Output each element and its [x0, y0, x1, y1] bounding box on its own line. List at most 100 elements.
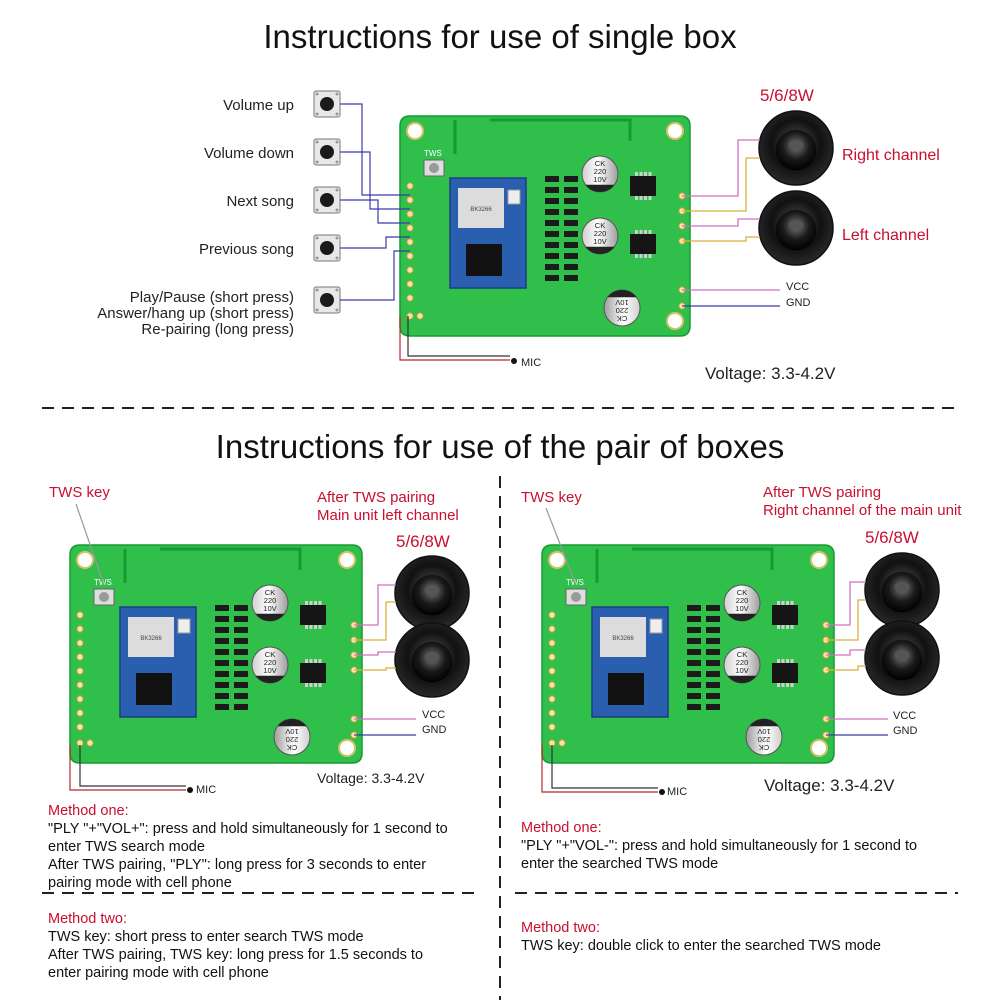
- smd-resistor: [706, 682, 720, 688]
- capacitor-label: 220: [758, 735, 771, 744]
- left-method-two: Method two: TWS key: short press to ente…: [48, 910, 423, 982]
- speaker-dome: [788, 139, 804, 151]
- smd-resistor: [706, 605, 720, 611]
- pin-pad: [406, 252, 414, 260]
- button-pin: [315, 92, 319, 96]
- right-channel-label: Right channel: [842, 147, 940, 164]
- capacitor-body: [251, 646, 289, 684]
- right-speaker-wire: [682, 157, 760, 212]
- capacitor-body: [745, 718, 783, 756]
- speaker-dome: [424, 584, 440, 596]
- left-method-one-line: enter TWS search mode: [48, 839, 205, 855]
- button-cap: [320, 241, 334, 255]
- mounting-hole: [76, 551, 94, 569]
- ic-pin: [305, 683, 308, 687]
- ic-pin: [777, 683, 780, 687]
- smd-resistor: [545, 231, 559, 237]
- smd-resistor: [687, 638, 701, 644]
- ic-pin: [635, 254, 638, 258]
- tws-button-cap: [571, 592, 581, 602]
- capacitor-label: 220: [736, 658, 749, 667]
- left-speaker-wire: [682, 236, 760, 242]
- amplifier-ic: [300, 659, 326, 687]
- pin-pad: [76, 667, 84, 675]
- ic-pin: [644, 254, 647, 258]
- left-after-pairing-label: After TWS pairing: [317, 489, 436, 506]
- smd-resistor: [545, 264, 559, 270]
- pin-pad: [76, 695, 84, 703]
- left-voltage-label: Voltage: 3.3-4.2V: [317, 770, 425, 786]
- antenna-trace: [123, 547, 302, 583]
- module-shield: [128, 617, 174, 657]
- right-voltage-label: Voltage: 3.3-4.2V: [764, 776, 895, 795]
- smd-resistor: [687, 682, 701, 688]
- button-pin: [315, 256, 319, 260]
- ic-pin: [639, 172, 643, 176]
- right-power-label: 5/6/8W: [865, 528, 919, 547]
- left-speaker: [758, 190, 834, 266]
- button-wire: [340, 199, 410, 224]
- capacitor-label: CK: [595, 221, 605, 230]
- amplifier-ic: [630, 172, 656, 200]
- chip-label: BK3266: [470, 207, 492, 213]
- left-pair-speaker-bottom: [394, 622, 470, 698]
- smd-resistor: [234, 660, 248, 666]
- module-ic: [608, 673, 644, 705]
- pin-pad: [76, 681, 84, 689]
- right-method-one: Method one: "PLY "+"VOL-": press and hol…: [521, 819, 917, 873]
- right-tws-key-label: TWS key: [521, 489, 582, 506]
- pin-pad: [76, 625, 84, 633]
- smd-resistor: [706, 704, 720, 710]
- capacitor-label: 220: [264, 658, 277, 667]
- mounting-hole: [338, 551, 356, 569]
- pin-pad: [548, 611, 556, 619]
- mounting-hole: [406, 122, 424, 140]
- tact-button-1: [313, 138, 341, 166]
- ic-pin: [781, 683, 785, 687]
- right-after-pairing-label: After TWS pairing: [763, 484, 882, 501]
- button-pin: [315, 308, 319, 312]
- left-gnd-label: GND: [422, 724, 447, 736]
- left-power-label: 5/6/8W: [396, 532, 450, 551]
- right-method-two-line: TWS key: double click to enter the searc…: [521, 938, 881, 954]
- capacitor-stripe: [727, 675, 757, 683]
- speaker-dome: [788, 219, 804, 231]
- smd-resistor: [564, 187, 578, 193]
- pin-pad: [406, 266, 414, 274]
- left-speaker-wire: [682, 218, 760, 227]
- tws-pointer: [545, 507, 577, 586]
- mic-point: [511, 358, 517, 364]
- pin-pad: [76, 723, 84, 731]
- speaker-wire: [354, 584, 396, 626]
- ic-pin: [648, 230, 652, 234]
- capacitor-stripe: [255, 613, 285, 621]
- smd-resistor: [687, 660, 701, 666]
- mic-wire: [551, 745, 658, 789]
- left-method-two-line: enter pairing mode with cell phone: [48, 965, 269, 981]
- mounting-hole: [666, 312, 684, 330]
- pin-pad: [76, 709, 84, 717]
- ic-pin: [314, 625, 317, 629]
- smd-resistor: [545, 253, 559, 259]
- smd-resistor: [215, 704, 229, 710]
- right-speaker: [758, 110, 834, 186]
- mic-wire: [407, 316, 510, 357]
- ic-pin: [314, 659, 317, 663]
- mic-pad: [416, 312, 424, 320]
- answer-hangup-label: Answer/hang up (short press): [97, 305, 294, 322]
- smd-resistor: [564, 231, 578, 237]
- pair-title: Instructions for use of the pair of boxe…: [215, 428, 785, 465]
- single-mic-label: MIC: [521, 357, 542, 369]
- ic-pin: [786, 659, 789, 663]
- amplifier-ic: [630, 230, 656, 258]
- smd-resistor: [687, 693, 701, 699]
- volume-down-label: Volume down: [203, 145, 294, 162]
- mounting-hole: [810, 551, 828, 569]
- mic-pad: [86, 739, 94, 747]
